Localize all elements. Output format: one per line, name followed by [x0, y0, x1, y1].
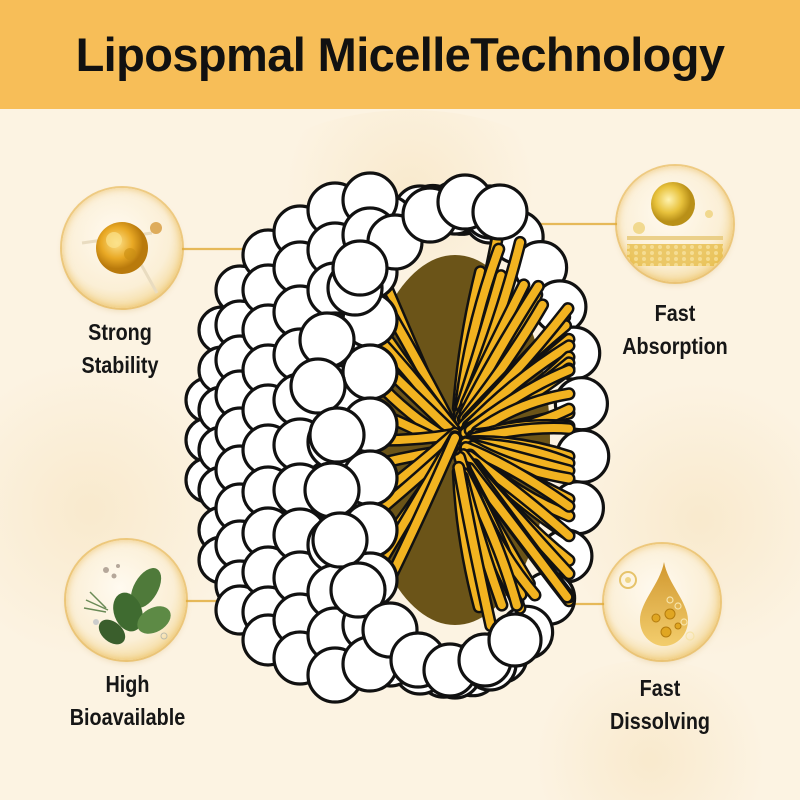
feature-label: Fast Absorption [622, 300, 728, 359]
header-banner: Lipospmal MicelleTechnology [0, 0, 800, 109]
sphere-over-membrane-icon [617, 166, 733, 282]
feature-label: High Bioavailable [69, 671, 186, 730]
feature-label: Fast Dissolving [609, 675, 711, 734]
green-leaves-icon [66, 540, 186, 660]
hydrophilic-heads-front [184, 171, 543, 704]
golden-sphere-molecule-icon [62, 188, 182, 308]
page-title: Lipospmal MicelleTechnology [75, 28, 725, 81]
feature-label: Strong Stability [81, 319, 159, 378]
oil-droplet-icon [604, 544, 720, 660]
